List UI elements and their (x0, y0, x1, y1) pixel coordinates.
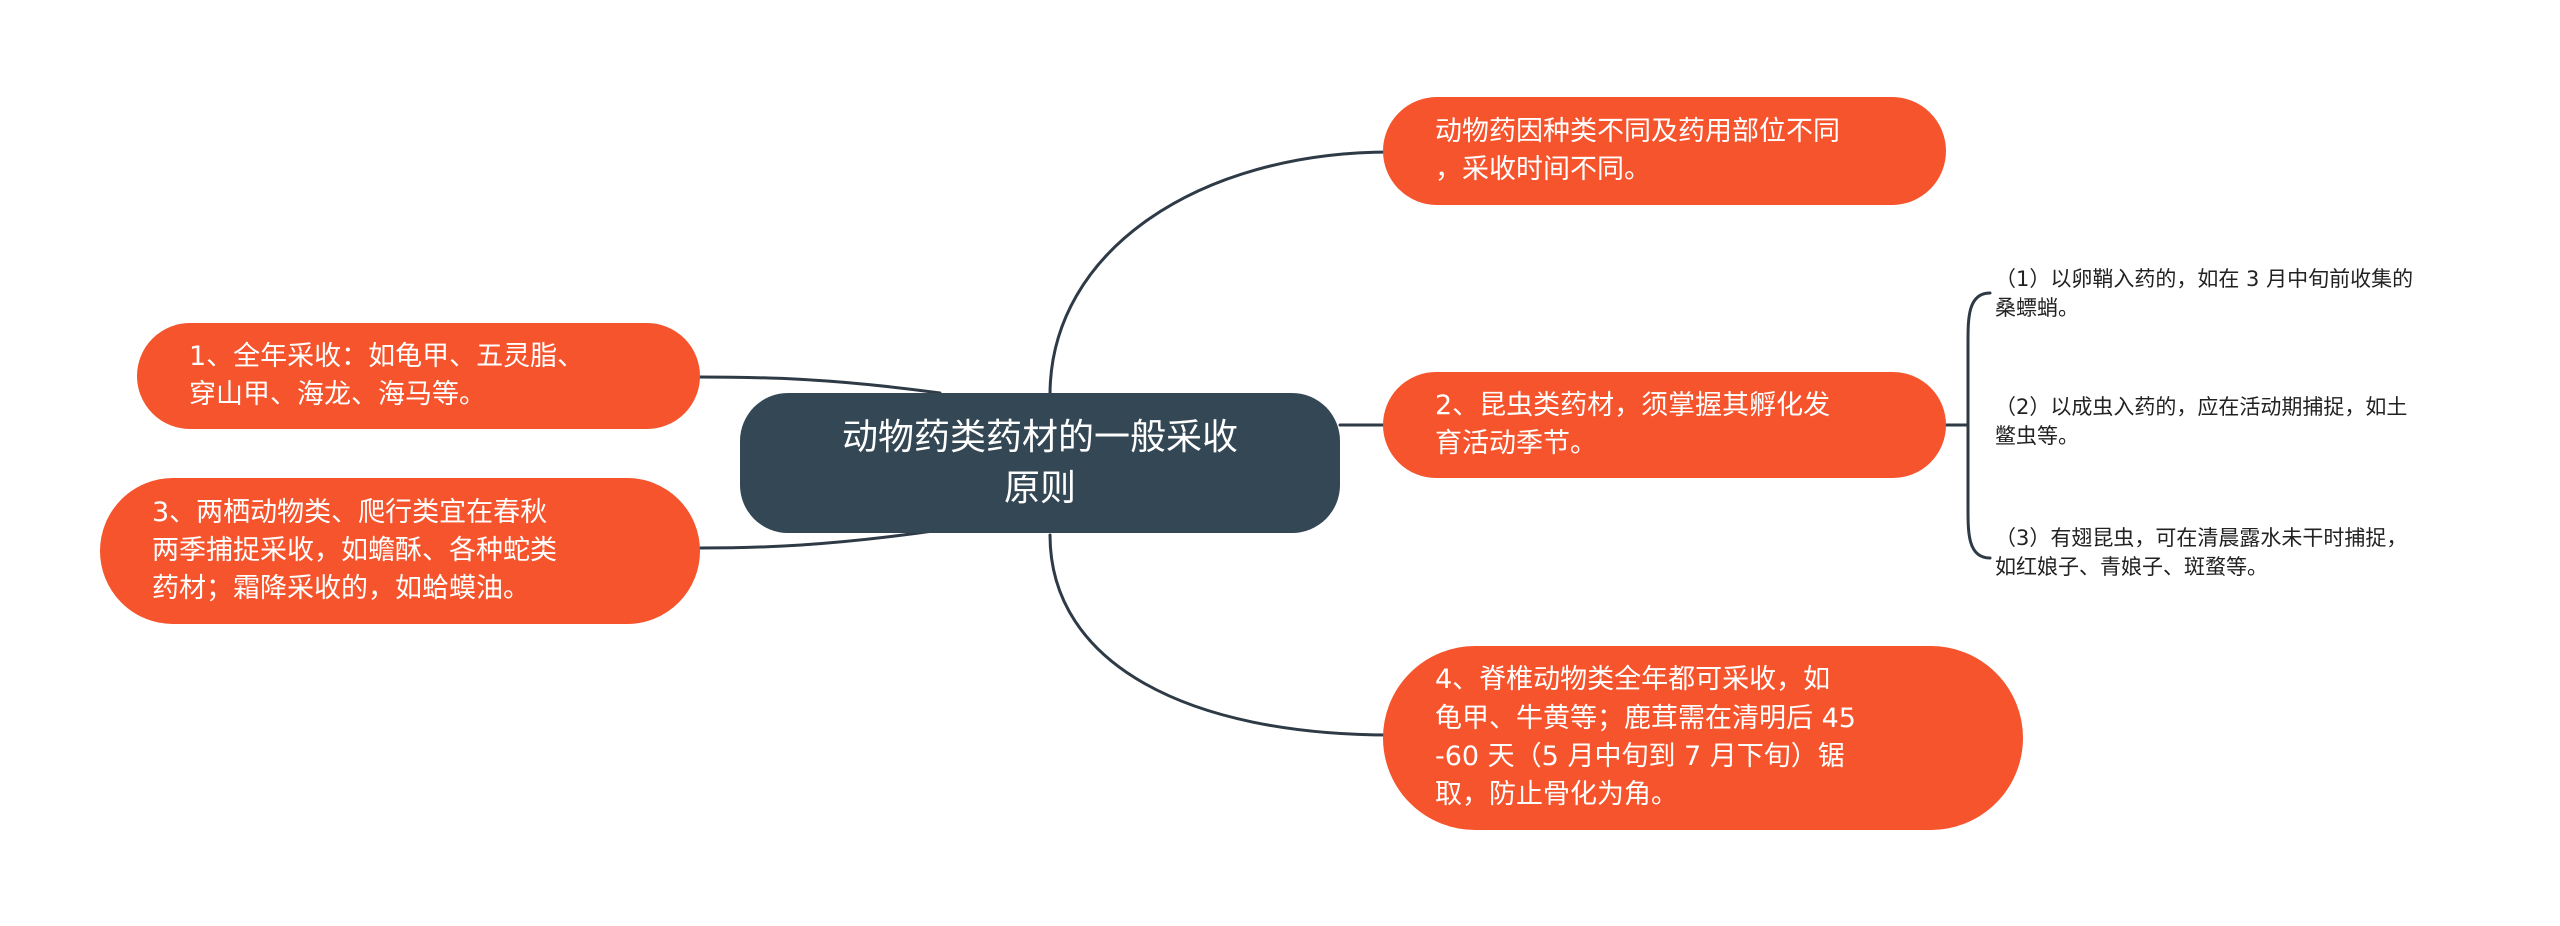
branch-left-1-text: 1、全年采收：如龟甲、五灵脂、 穿山甲、海龙、海马等。 (189, 340, 585, 410)
branch-left-3[interactable]: 3、两栖动物类、爬行类宜在春秋 两季捕捉采收，如蟾酥、各种蛇类 药材；霜降采收的… (100, 478, 700, 624)
subtopic-3[interactable]: （3）有翅昆虫，可在清晨露水未干时捕捉， 如红娘子、青娘子、斑蝥等。 (1995, 524, 2495, 586)
subtopic-2-text: （2）以成虫入药的，应在活动期捕捉，如土 鳖虫等。 (1995, 395, 2408, 449)
branch-top-right[interactable]: 动物药因种类不同及药用部位不同 ，采收时间不同。 (1383, 97, 1946, 205)
branch-right-4[interactable]: 4、脊椎动物类全年都可采收，如 龟甲、牛黄等；鹿茸需在清明后 45 -60 天（… (1383, 646, 2023, 830)
branch-top-right-text: 动物药因种类不同及药用部位不同 ，采收时间不同。 (1435, 115, 1840, 185)
connector-root-left-3 (698, 528, 942, 550)
root-topic[interactable]: 动物药类药材的一般采收 原则 (740, 393, 1340, 533)
branch-left-3-text: 3、两栖动物类、爬行类宜在春秋 两季捕捉采收，如蟾酥、各种蛇类 药材；霜降采收的… (152, 496, 557, 605)
branch-left-1[interactable]: 1、全年采收：如龟甲、五灵脂、 穿山甲、海龙、海马等。 (137, 323, 700, 429)
subtopic-1[interactable]: （1）以卵鞘入药的，如在 3 月中旬前收集的 桑螵蛸。 (1995, 265, 2495, 327)
connector-root-right-4 (1048, 533, 1392, 737)
branch-right-4-text: 4、脊椎动物类全年都可采收，如 龟甲、牛黄等；鹿茸需在清明后 45 -60 天（… (1435, 664, 1856, 811)
root-topic-text: 动物药类药材的一般采收 原则 (841, 416, 1238, 509)
branch-right-2-text: 2、昆虫类药材，须掌握其孵化发 育活动季节。 (1435, 389, 1831, 459)
subtopic-2[interactable]: （2）以成虫入药的，应在活动期捕捉，如土 鳖虫等。 (1995, 393, 2495, 455)
subtopic-1-text: （1）以卵鞘入药的，如在 3 月中旬前收集的 桑螵蛸。 (1995, 267, 2414, 321)
connector-root-left-1 (698, 375, 942, 395)
subtopic-3-text: （3）有翅昆虫，可在清晨露水未干时捕捉， 如红娘子、青娘子、斑蝥等。 (1995, 526, 2408, 580)
connector-root-top-right (1048, 150, 1392, 397)
connector-bracket (1966, 291, 1992, 560)
branch-right-2[interactable]: 2、昆虫类药材，须掌握其孵化发 育活动季节。 (1383, 372, 1946, 478)
